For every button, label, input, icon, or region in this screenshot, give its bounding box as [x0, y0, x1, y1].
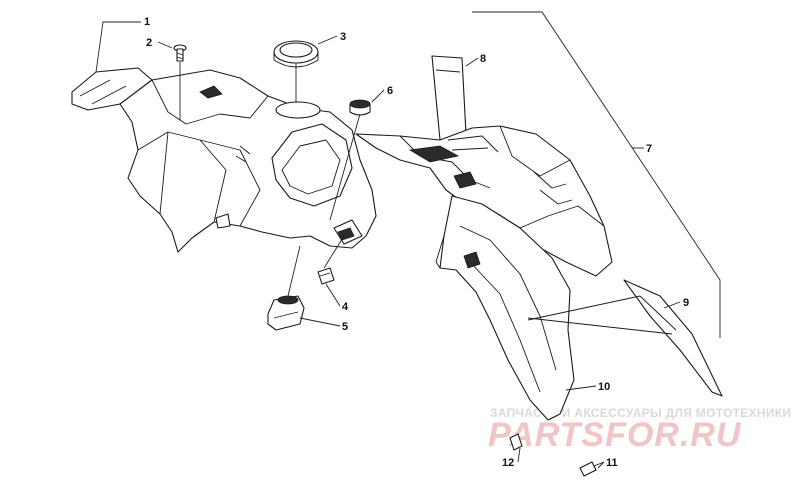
callout-12: 12	[502, 457, 514, 469]
console-cover-part-1	[71, 67, 377, 253]
callout-6: 6	[387, 85, 393, 97]
ignition-switch-part-5	[267, 295, 305, 331]
callout-8: 8	[480, 53, 486, 65]
leader-lines	[95, 21, 681, 469]
callout-1: 1	[144, 16, 150, 28]
callout-7: 7	[646, 143, 652, 155]
side-panel-assembly	[355, 55, 723, 421]
watermark-logo: PARTSFOR.RU	[488, 416, 742, 454]
callout-9: 9	[683, 297, 689, 309]
clip-part-4	[317, 267, 335, 285]
callout-11: 11	[606, 457, 618, 469]
screw-part-11	[579, 461, 605, 477]
callout-2: 2	[146, 37, 152, 49]
screw-part-2	[173, 44, 187, 62]
clip-part-12	[509, 433, 523, 451]
assembly-bracket	[472, 11, 721, 338]
watermark-tagline: ЗАПЧАСТИ И АКСЕССУАРЫ ДЛЯ МОТОТЕХНИКИ	[490, 406, 791, 420]
grommet-part-6	[349, 99, 371, 116]
fuel-cap-ring-part-3	[273, 40, 319, 68]
watermark: PARTSFOR.RU ЗАПЧАСТИ И АКСЕССУАРЫ ДЛЯ МО…	[488, 406, 791, 454]
callout-3: 3	[340, 31, 346, 43]
callout-10: 10	[598, 381, 610, 393]
callout-labels: 1 2 3 4 5 6 7 8 9 10 11 12	[144, 16, 689, 469]
callout-4: 4	[342, 301, 349, 313]
callout-5: 5	[342, 321, 348, 333]
